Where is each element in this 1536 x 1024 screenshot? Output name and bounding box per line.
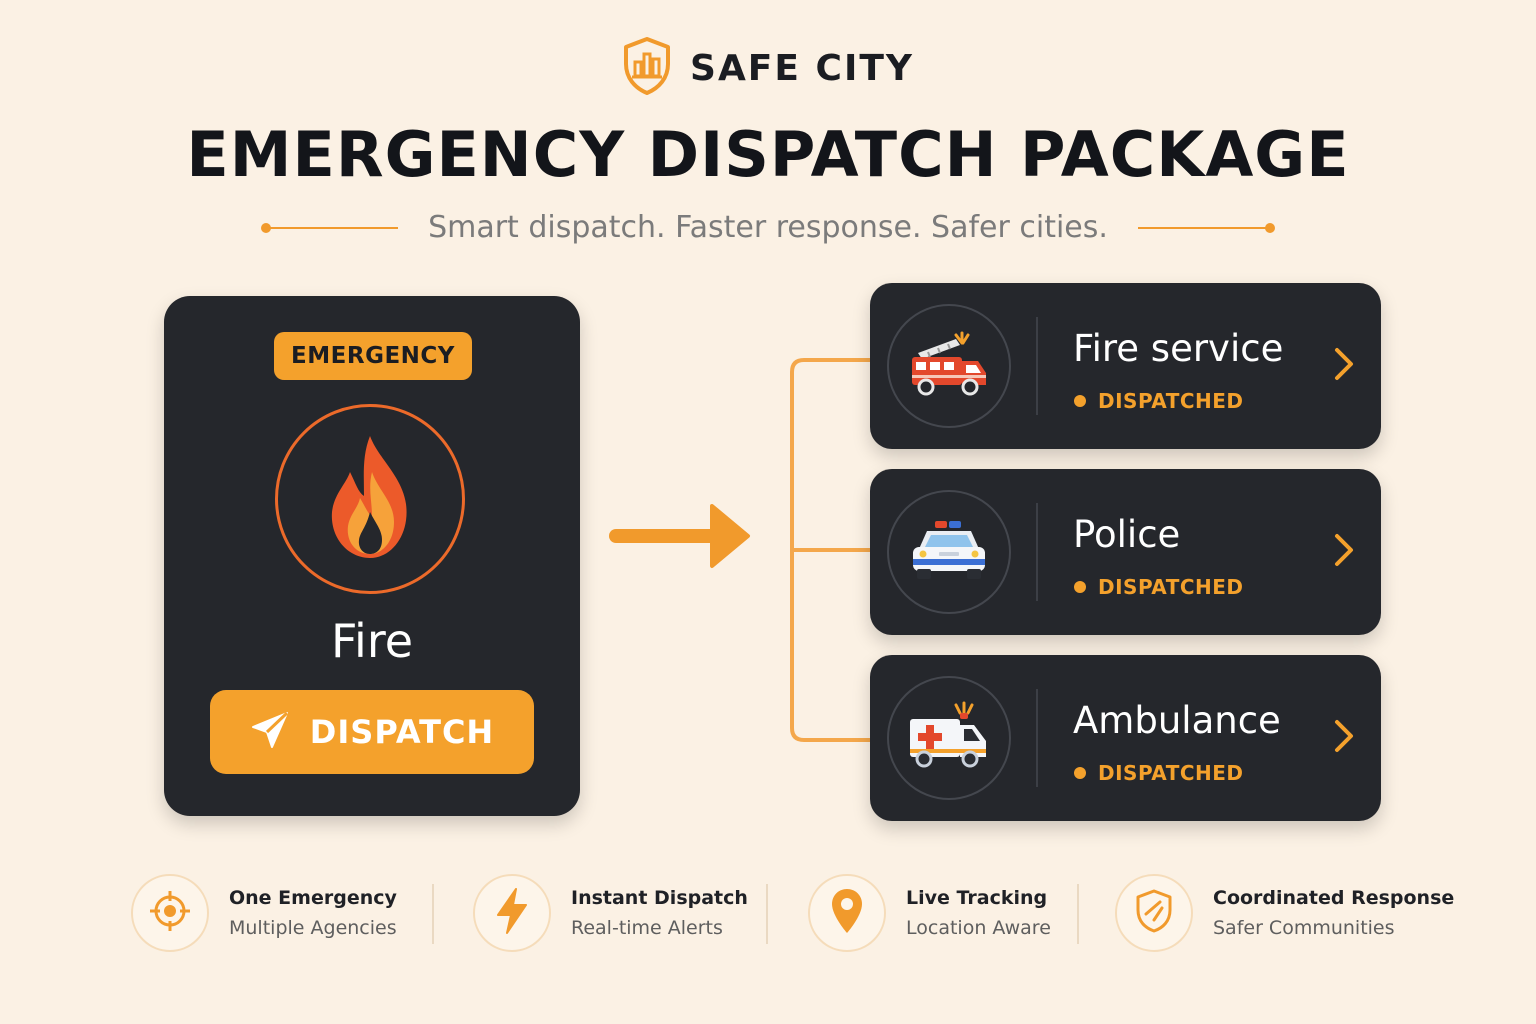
- chevron-right-icon: [1332, 532, 1356, 572]
- tagline-row: Smart dispatch. Faster response. Safer c…: [0, 210, 1536, 245]
- status-text: DISPATCHED: [1098, 761, 1244, 785]
- tagline-divider-right: [1137, 222, 1275, 233]
- agency-icon-ring: [887, 676, 1011, 800]
- feature-icon-ring: [808, 874, 886, 952]
- status-dot: [1074, 395, 1086, 407]
- feature-divider: [1077, 884, 1079, 944]
- feature-subtitle: Safer Communities: [1213, 917, 1395, 939]
- page-title: EMERGENCY DISPATCH PACKAGE: [186, 118, 1350, 191]
- tagline: Smart dispatch. Faster response. Safer c…: [428, 210, 1108, 245]
- emergency-type: Fire: [330, 614, 414, 668]
- feature-divider: [432, 884, 434, 944]
- feature-title: Coordinated Response: [1213, 887, 1455, 909]
- feature-live-tracking: Live Tracking Location Aware: [808, 874, 1051, 952]
- target-icon: [148, 889, 192, 937]
- shield-check-icon: [1134, 888, 1174, 938]
- fire-icon-ring: [275, 404, 465, 594]
- fire-truck-icon: [906, 329, 992, 403]
- police-car-icon: [909, 517, 989, 587]
- feature-subtitle: Multiple Agencies: [229, 917, 397, 939]
- status-badge: DISPATCHED: [1074, 575, 1244, 599]
- agency-card-police[interactable]: Police DISPATCHED: [870, 469, 1381, 635]
- agency-icon-ring: [887, 304, 1011, 428]
- feature-icon-ring: [1115, 874, 1193, 952]
- status-text: DISPATCHED: [1098, 389, 1244, 413]
- feature-subtitle: Real-time Alerts: [571, 917, 723, 939]
- shield-city-icon: [622, 36, 672, 100]
- feature-subtitle: Location Aware: [906, 917, 1051, 939]
- feature-title: Instant Dispatch: [571, 887, 748, 909]
- feature-divider: [766, 884, 768, 944]
- lightning-icon: [494, 887, 530, 939]
- status-badge: DISPATCHED: [1074, 389, 1244, 413]
- status-dot: [1074, 767, 1086, 779]
- brand-name: SAFE CITY: [690, 47, 914, 89]
- dispatch-flow-connector: [609, 358, 870, 742]
- agency-name: Ambulance: [1073, 699, 1281, 742]
- brand: SAFE CITY: [0, 36, 1536, 100]
- feature-title: Live Tracking: [906, 887, 1048, 909]
- feature-icon-ring: [473, 874, 551, 952]
- feature-title: One Emergency: [229, 887, 397, 909]
- dispatch-button-label: DISPATCH: [309, 713, 495, 751]
- agency-divider: [1036, 689, 1038, 787]
- flame-icon: [320, 432, 420, 566]
- status-text: DISPATCHED: [1098, 575, 1244, 599]
- send-icon: [250, 710, 290, 754]
- chevron-right-icon: [1332, 718, 1356, 758]
- tagline-divider-left: [261, 222, 399, 233]
- status-badge: DISPATCHED: [1074, 761, 1244, 785]
- location-pin-icon: [829, 887, 865, 939]
- agency-divider: [1036, 317, 1038, 415]
- dispatch-button[interactable]: DISPATCH: [210, 690, 534, 774]
- chevron-right-icon: [1332, 346, 1356, 386]
- feature-icon-ring: [131, 874, 209, 952]
- agency-name: Fire service: [1073, 327, 1284, 370]
- agency-icon-ring: [887, 490, 1011, 614]
- agency-card-ambulance[interactable]: Ambulance DISPATCHED: [870, 655, 1381, 821]
- emergency-card: EMERGENCY Fire DISPATCH: [164, 296, 580, 816]
- ambulance-icon: [906, 701, 992, 775]
- agency-name: Police: [1073, 513, 1181, 556]
- feature-coordinated-response: Coordinated Response Safer Communities: [1115, 874, 1454, 952]
- status-dot: [1074, 581, 1086, 593]
- feature-instant-dispatch: Instant Dispatch Real-time Alerts: [473, 874, 748, 952]
- agency-card-fire-service[interactable]: Fire service DISPATCHED: [870, 283, 1381, 449]
- agency-divider: [1036, 503, 1038, 601]
- feature-one-emergency: One Emergency Multiple Agencies: [131, 874, 397, 952]
- emergency-badge: EMERGENCY: [274, 332, 472, 380]
